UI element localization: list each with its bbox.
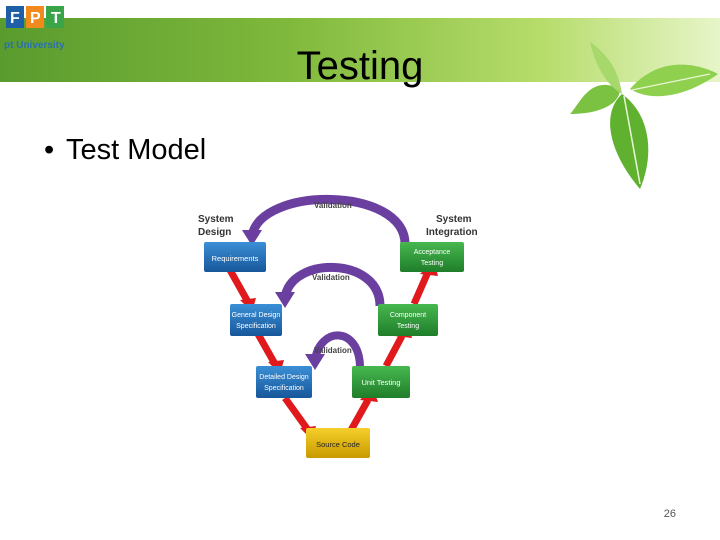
fpt-logo: F P T pt University [4,2,70,56]
detailed-design-box: Detailed Design Specification [256,366,312,398]
svg-text:P: P [30,10,41,27]
validation-arc-inner [305,331,364,370]
leaves-decoration [570,42,718,189]
acceptance-testing-text-2: Testing [421,260,443,267]
system-design-label: System Design [198,214,236,238]
validation-label-inner: Validation [314,346,352,355]
detailed-design-text-1: Detailed Design [259,374,309,381]
ascending-arrows [346,260,438,434]
bullet-dot: • [44,134,55,166]
source-code-text: Source Code [316,440,360,449]
v-model-diagram: System Design System Integration Validat… [198,195,478,458]
component-testing-text-1: Component [390,312,426,319]
component-testing-text-2: Testing [397,323,419,330]
unit-testing-text: Unit Testing [361,378,400,387]
bullet-item: • Test Model [44,134,206,167]
validation-label-outer: Validation [314,201,352,210]
general-design-text-1: General Design [232,312,281,319]
validation-label-middle: Validation [312,273,350,282]
unit-testing-box: Unit Testing [352,366,410,398]
general-design-box: General Design Specification [230,304,282,336]
fpt-logo-mark: F P T [6,6,64,28]
header-band [0,18,720,82]
acceptance-testing-box: Acceptance Testing [400,242,464,272]
svg-text:T: T [51,10,61,27]
validation-arc-outer [242,195,410,246]
requirements-box: Requirements [204,242,266,272]
page-number: 26 [663,508,676,520]
slide-title: Testing [296,44,424,88]
detailed-design-text-2: Specification [264,385,304,392]
source-code-box: Source Code [306,428,370,458]
requirements-text: Requirements [212,254,259,263]
logo-text: pt University [4,40,65,51]
component-testing-box: Component Testing [378,304,438,336]
svg-text:F: F [10,10,20,27]
system-integration-label: System Integration [426,214,478,238]
general-design-text-2: Specification [236,323,276,330]
descending-arrows [226,268,316,440]
acceptance-testing-text-1: Acceptance [414,249,451,256]
validation-arc-middle [275,263,385,308]
bullet-text: Test Model [66,134,207,166]
